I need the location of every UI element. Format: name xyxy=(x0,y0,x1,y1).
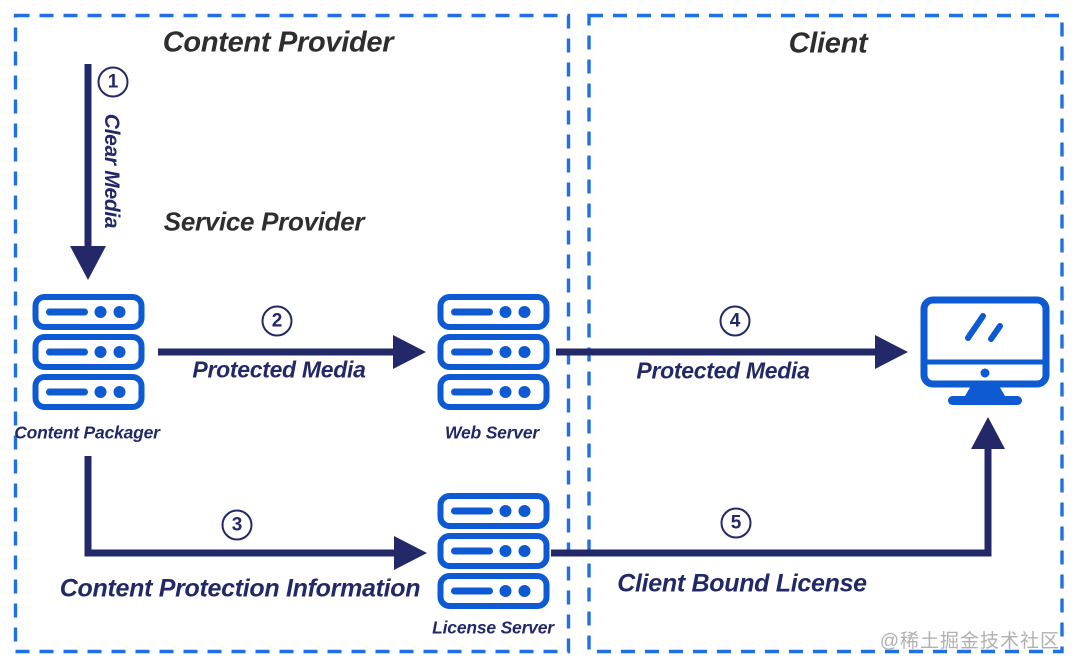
license-server-label: License Server xyxy=(432,617,554,638)
web-server-label: Web Server xyxy=(445,422,539,443)
client-title: Client xyxy=(788,27,868,60)
flow-label-content-protection-information: Content Protection Information xyxy=(59,574,421,603)
flow-label-clear-media: Clear Media xyxy=(100,113,123,229)
step-badge-1: 1 xyxy=(97,66,129,98)
step-badge-2: 2 xyxy=(261,305,293,337)
desktop-monitor-icon xyxy=(920,296,1050,405)
flow-arrow-1 xyxy=(70,64,106,280)
flow-arrow-2 xyxy=(158,335,426,369)
step-badge-5: 5 xyxy=(720,507,752,539)
content-provider-title: Content Provider xyxy=(162,26,394,59)
content-packager-label: Content Packager xyxy=(14,422,160,443)
server-stack-icon xyxy=(32,294,145,410)
watermark-text: @稀土掘金技术社区 xyxy=(879,631,1060,652)
client-box-border xyxy=(587,13,1064,654)
content-provider-box-border xyxy=(13,13,571,654)
flow-arrow-4 xyxy=(556,335,908,369)
server-stack-icon xyxy=(437,493,550,609)
flow-label-client-bound-license: Client Bound License xyxy=(617,569,867,598)
service-provider-label: Service Provider xyxy=(163,206,365,237)
server-stack-icon xyxy=(437,294,550,410)
flow-label-protected-media-4: Protected Media xyxy=(636,357,810,384)
flow-arrow-3 xyxy=(84,456,427,570)
flow-arrow-5 xyxy=(551,417,1005,557)
step-badge-4: 4 xyxy=(719,305,751,337)
flow-label-protected-media-2: Protected Media xyxy=(192,356,366,383)
step-badge-3: 3 xyxy=(221,509,253,541)
